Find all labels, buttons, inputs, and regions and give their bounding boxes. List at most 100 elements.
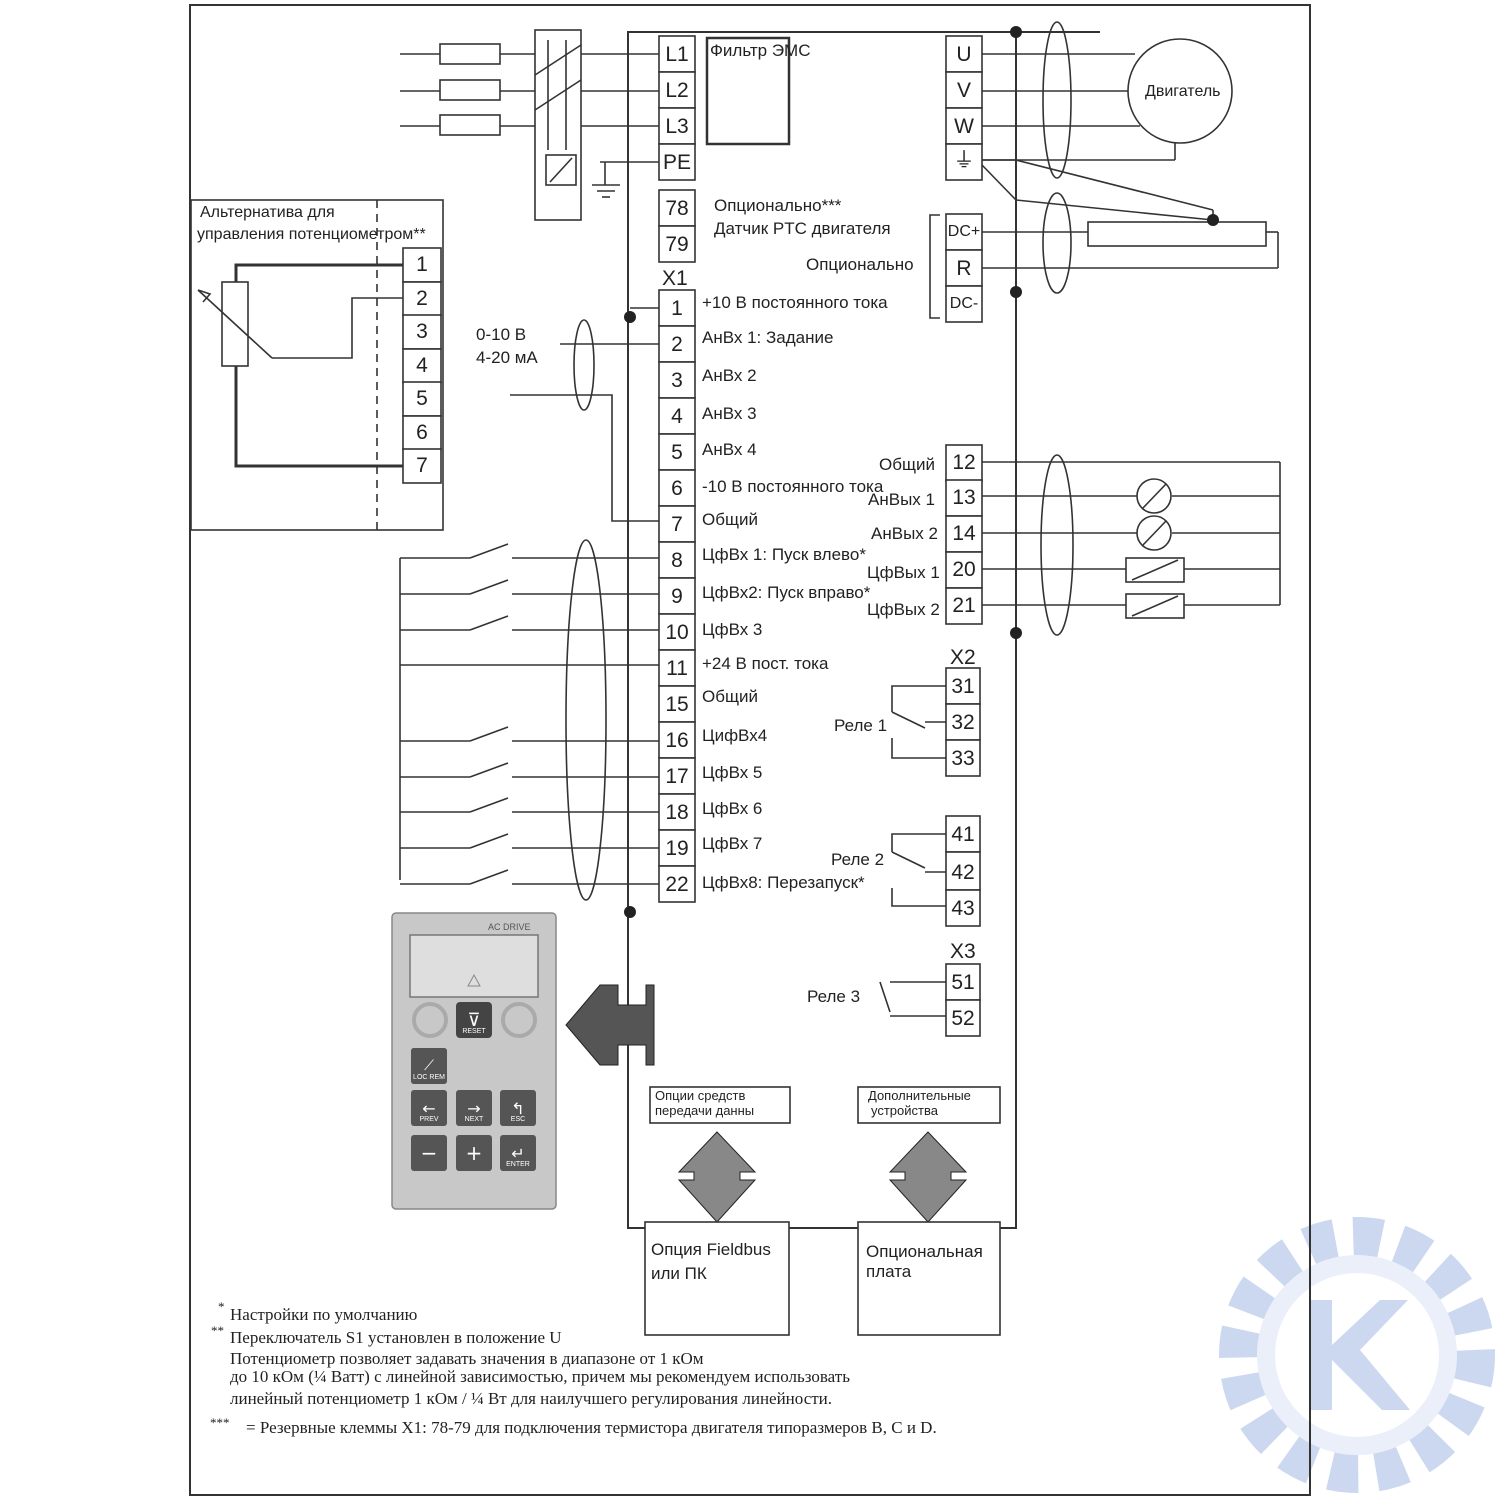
note-6: = Резервные клеммы X1: 78-79 для подключ… bbox=[246, 1418, 937, 1437]
pot-terminal-number: 3 bbox=[416, 320, 428, 343]
terminal-42: 42 bbox=[951, 861, 975, 884]
x1-terminal-number: 15 bbox=[665, 693, 689, 716]
output-terminal-box bbox=[945, 444, 983, 482]
x1-terminal-label: ЦфВх8: Перезапуск* bbox=[702, 873, 865, 892]
terminal-v: V bbox=[956, 79, 971, 102]
pot-terminal-number: 7 bbox=[416, 454, 428, 477]
pot-terminal-box bbox=[402, 415, 442, 451]
x2-label: X2 bbox=[950, 646, 976, 669]
x3-label: X3 bbox=[950, 940, 976, 963]
terminal-52: 52 bbox=[951, 1007, 975, 1030]
terminal-r: R bbox=[956, 257, 972, 280]
pot-terminal-number: 1 bbox=[416, 253, 428, 276]
extra-device-arrow-icon bbox=[888, 1131, 968, 1223]
mains-input bbox=[400, 29, 660, 221]
relay2-label: Реле 2 bbox=[831, 850, 885, 869]
pot-terminal-box bbox=[402, 348, 442, 384]
x1-terminal-number: 6 bbox=[671, 477, 683, 500]
pot-title-1: Альтернатива для bbox=[200, 204, 335, 221]
terminal-l2: L2 bbox=[665, 79, 689, 102]
x1-terminal-number: 1 bbox=[671, 297, 683, 320]
x1-terminal-number: 19 bbox=[665, 837, 689, 860]
next-button[interactable]: →NEXT bbox=[456, 1090, 492, 1126]
minus-button[interactable]: − bbox=[411, 1135, 447, 1171]
x1-terminal-label: ЦфВх2: Пуск вправо* bbox=[702, 583, 871, 602]
note-mark-1: * bbox=[218, 1299, 225, 1314]
relay1-label: Реле 1 bbox=[834, 716, 888, 735]
emc-filter-box bbox=[705, 36, 791, 146]
x1-terminal-box bbox=[658, 433, 696, 471]
prev-button[interactable]: ←PREV bbox=[411, 1090, 447, 1126]
ptc-option-label: Опционально*** bbox=[714, 196, 842, 215]
x1-terminal-number: 16 bbox=[665, 729, 689, 752]
pot-terminal-number: 5 bbox=[416, 387, 428, 410]
motor-label: Двигатель bbox=[1145, 83, 1221, 100]
x1-terminal-number: 2 bbox=[671, 333, 683, 356]
terminal-l3: L3 bbox=[665, 115, 689, 138]
brake-option-label: Опционально bbox=[806, 255, 914, 274]
x1-terminal-number: 11 bbox=[666, 657, 688, 680]
x1-terminal-label: АнВх 2 bbox=[702, 366, 757, 385]
x1-terminal-number: 8 bbox=[671, 549, 683, 572]
terminal-w: W bbox=[954, 115, 974, 138]
output-terminal-number: 14 bbox=[952, 522, 976, 545]
x1-terminal-label: АнВх 4 bbox=[702, 440, 757, 459]
plus-button[interactable]: + bbox=[456, 1135, 492, 1171]
option-board-line1: Опциональная bbox=[866, 1242, 983, 1261]
x1-terminal-box bbox=[658, 721, 696, 759]
gear-logo-icon bbox=[1219, 1217, 1495, 1493]
note-3: Потенциометр позволяет задавать значения… bbox=[230, 1349, 704, 1368]
terminal-u: U bbox=[956, 43, 972, 66]
keypad-brand: AC DRIVE bbox=[488, 922, 531, 932]
di-switch-contact bbox=[469, 615, 509, 631]
terminal-31: 31 bbox=[951, 675, 975, 698]
terminal-32: 32 bbox=[951, 711, 975, 734]
fieldbus-line1: Опция Fieldbus bbox=[651, 1240, 771, 1259]
di-switch-contact bbox=[469, 833, 509, 849]
note-4: до 10 кОм (¼ Ватт) с линейной зависимост… bbox=[230, 1367, 850, 1386]
loc-rem-button[interactable]: ⟋LOC REM bbox=[411, 1048, 447, 1084]
x1-terminal-label: Общий bbox=[702, 510, 758, 529]
x1-terminal-label: -10 В постоянного тока bbox=[702, 477, 884, 496]
x1-terminal-label: АнВх 1: Задание bbox=[702, 328, 834, 347]
x1-label: X1 bbox=[662, 267, 688, 290]
comm-arrow-icon bbox=[677, 1131, 757, 1223]
x1-terminal-box bbox=[658, 289, 696, 327]
potentiometer-box bbox=[190, 199, 444, 531]
terminal-33: 33 bbox=[951, 747, 975, 770]
output-terminal-box bbox=[945, 587, 983, 625]
note-5: линейный потенциометр 1 кОм / ¼ Вт для н… bbox=[230, 1389, 833, 1408]
fieldbus-line2: или ПК bbox=[651, 1264, 707, 1283]
x1-terminal-box bbox=[658, 757, 696, 795]
x1-terminal-number: 9 bbox=[671, 585, 683, 608]
x1-terminal-number: 17 bbox=[665, 765, 689, 788]
esc-button[interactable]: ↰ESC bbox=[500, 1090, 536, 1126]
terminal-l1: L1 bbox=[665, 43, 689, 66]
pot-title-2: управления потенциометром** bbox=[197, 226, 426, 243]
analog-range-1: 0-10 В bbox=[476, 325, 527, 344]
x1-terminal-label: +10 В постоянного тока bbox=[702, 293, 888, 312]
note-mark-2: ** bbox=[211, 1323, 224, 1338]
x1-terminal-label: +24 В пост. тока bbox=[702, 654, 829, 673]
x1-terminal-number: 5 bbox=[671, 441, 683, 464]
output-terminal-number: 20 bbox=[952, 558, 976, 581]
stop-reset-button[interactable]: ⊽RESET bbox=[456, 1002, 492, 1038]
note-mark-3: *** bbox=[210, 1415, 230, 1430]
terminal-79: 79 bbox=[665, 233, 689, 256]
output-terminal-number: 13 bbox=[952, 486, 976, 509]
extra-devices-line1: Дополнительные bbox=[868, 1088, 971, 1103]
terminal-41: 41 bbox=[951, 823, 975, 846]
pot-terminal-number: 4 bbox=[416, 354, 428, 377]
x1-terminal-box bbox=[658, 577, 696, 615]
x1-terminal-box bbox=[658, 541, 696, 579]
output-terminal-number: 12 bbox=[952, 451, 976, 474]
terminal-dc-plus: DC+ bbox=[947, 223, 981, 240]
x1-terminal-label: ЦфВх 1: Пуск влево* bbox=[702, 545, 866, 564]
enter-button[interactable]: ↵ENTER bbox=[500, 1135, 536, 1171]
x1-terminal-label: Общий bbox=[702, 687, 758, 706]
di-switch-contact bbox=[469, 797, 509, 813]
keypad-connection-arrow-icon bbox=[565, 984, 655, 1066]
di-switch-contact bbox=[469, 579, 509, 595]
terminal-pe: PE bbox=[662, 151, 691, 174]
x1-terminal-number: 4 bbox=[671, 405, 683, 428]
